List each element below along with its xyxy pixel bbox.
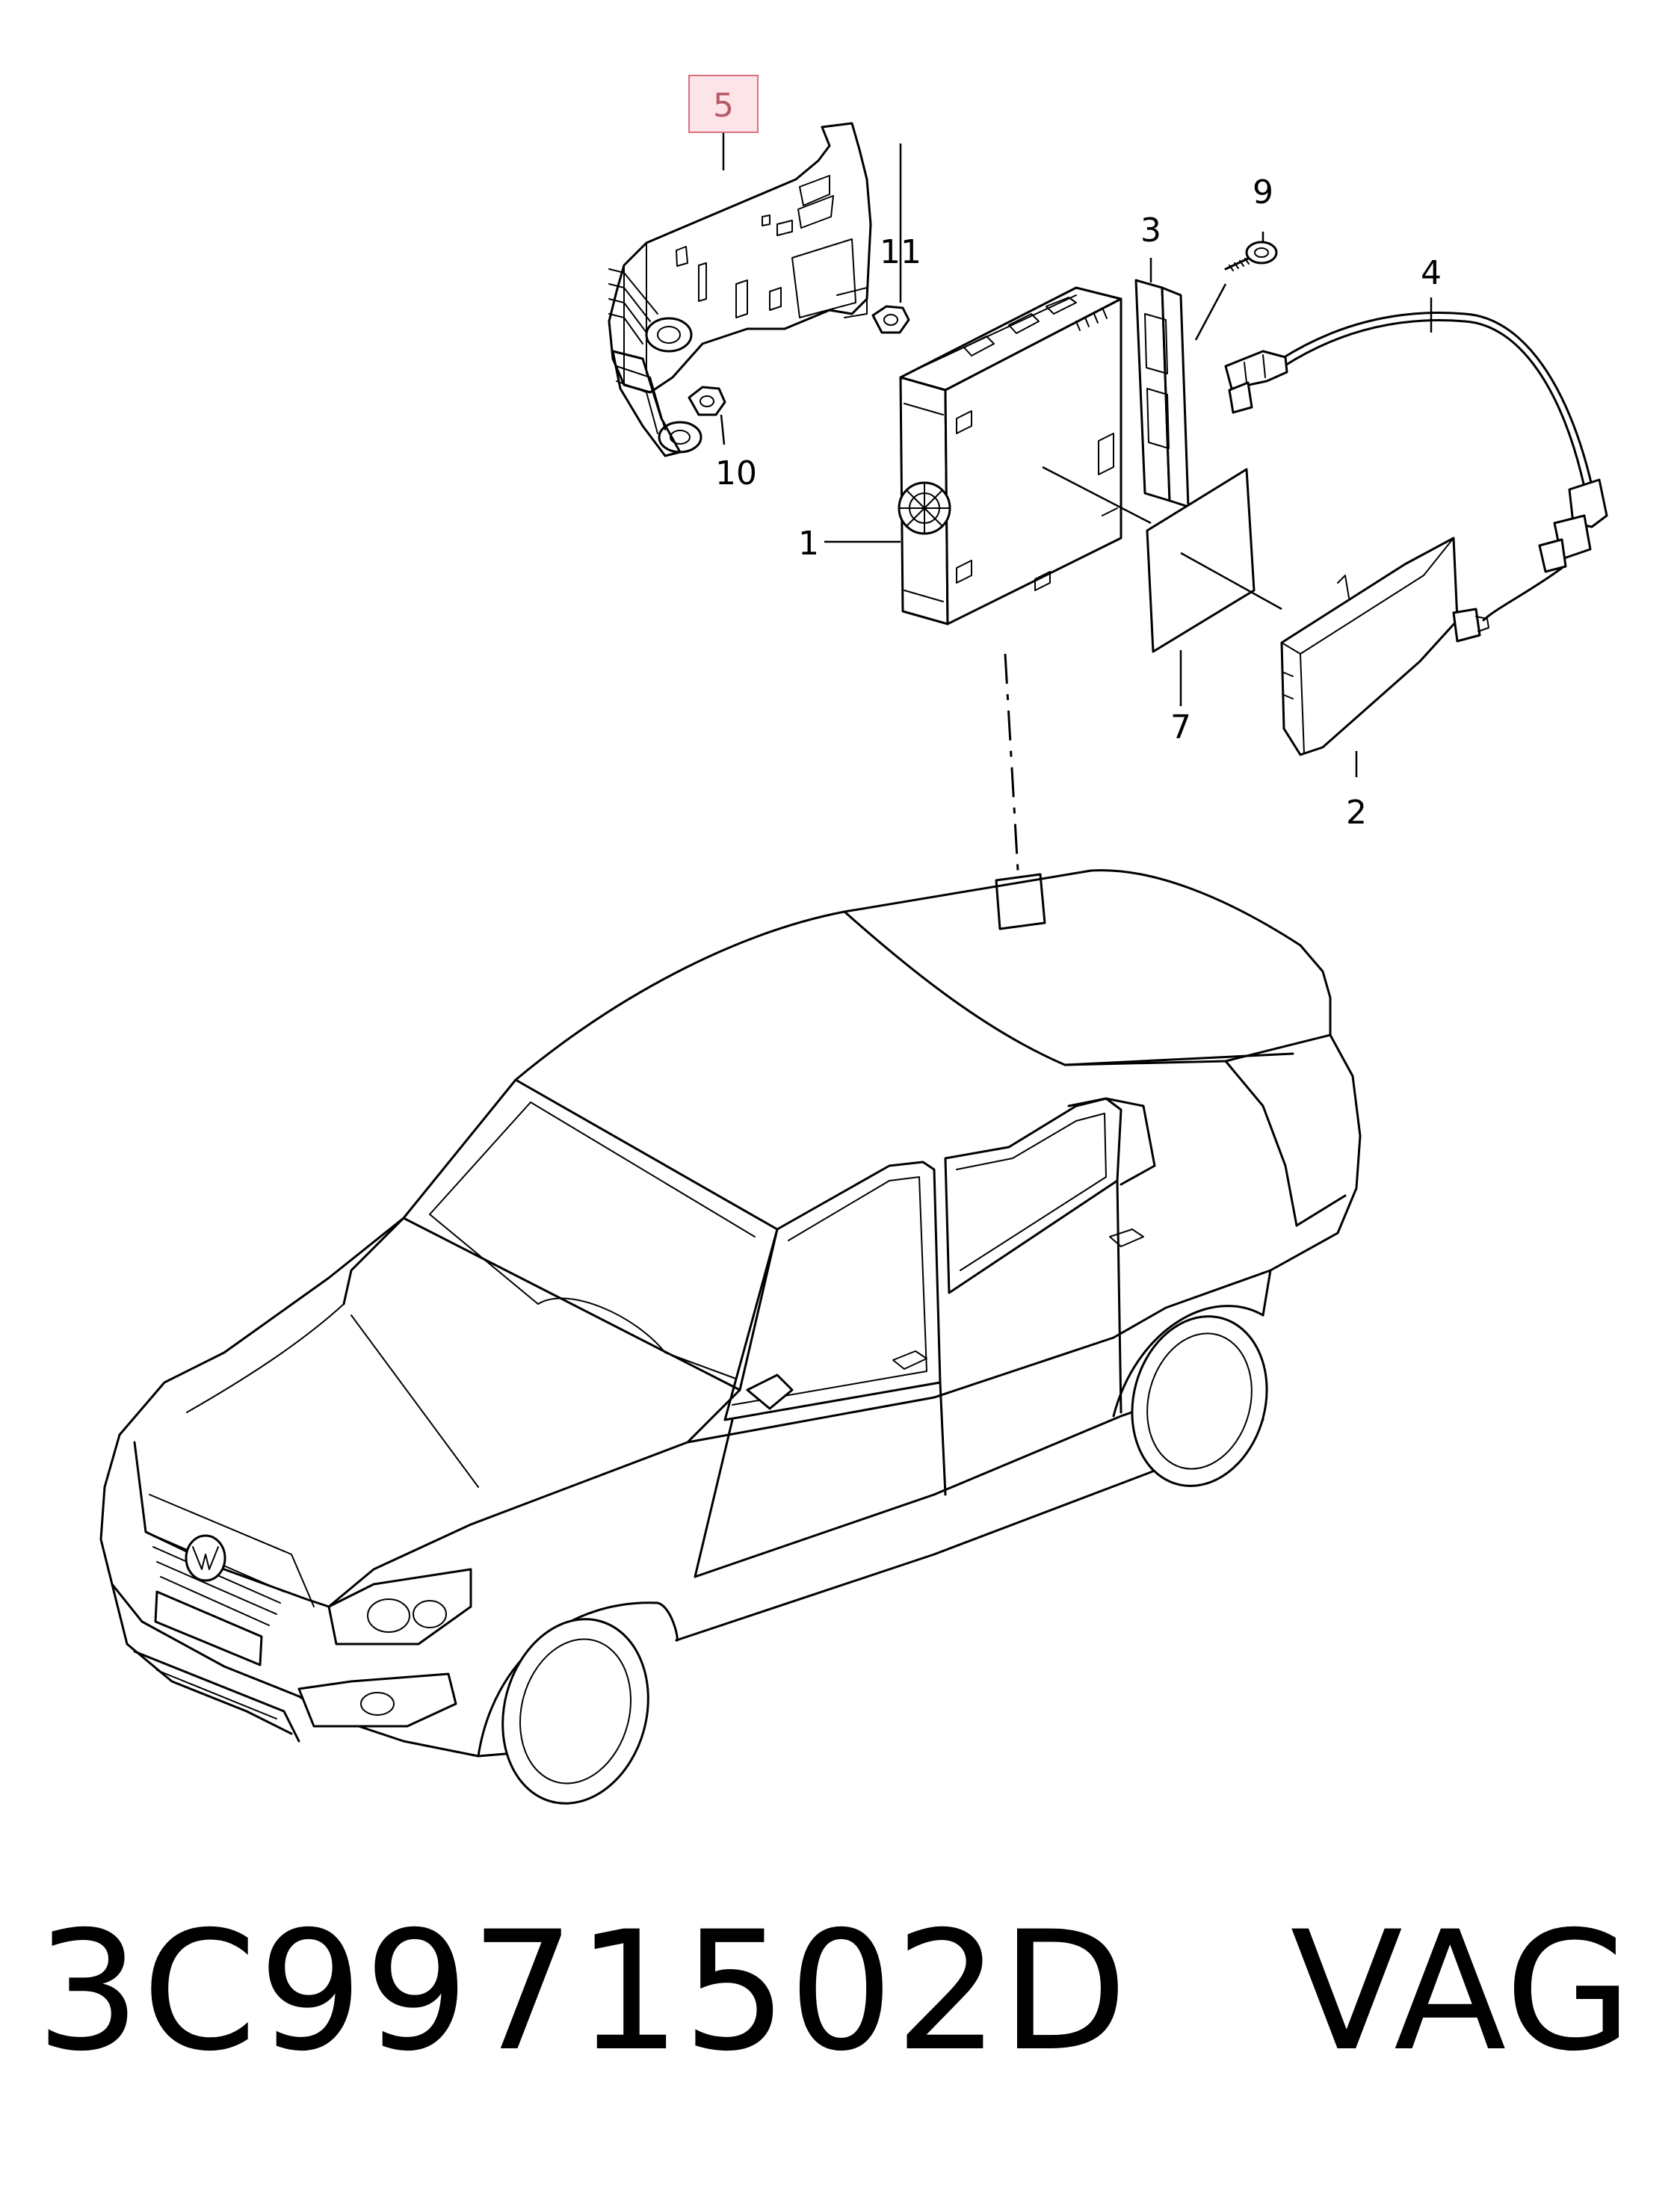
pad-part-7 xyxy=(1146,468,1256,653)
callout-4: 4 xyxy=(1421,254,1442,292)
bracket-plate-part-3 xyxy=(1134,279,1190,508)
callout-10: 10 xyxy=(715,454,757,492)
leader-lines xyxy=(720,133,1433,777)
install-location-line xyxy=(1004,653,1019,871)
install-location-marker xyxy=(995,873,1046,930)
nut-part-10 xyxy=(688,386,726,416)
callout-1: 1 xyxy=(798,525,819,563)
mounting-bracket-part-5 xyxy=(608,122,872,457)
control-unit-part-1 xyxy=(898,286,1122,625)
antenna-cable-part-4 xyxy=(1224,312,1608,622)
nut-part-11 xyxy=(871,305,910,334)
car-illustration xyxy=(99,869,1362,1805)
part-number-caption: 3C9971502D VAG xyxy=(36,1896,1634,2087)
module-part-2 xyxy=(1280,537,1489,756)
callout-highlight-box-5 xyxy=(688,75,759,133)
callout-5: 5 xyxy=(713,87,734,125)
callout-2: 2 xyxy=(1346,794,1367,832)
callout-7: 7 xyxy=(1170,708,1191,747)
callout-3: 3 xyxy=(1140,211,1161,250)
callout-9: 9 xyxy=(1253,173,1273,211)
callout-11: 11 xyxy=(880,233,921,271)
screw-part-9 xyxy=(1224,241,1278,271)
